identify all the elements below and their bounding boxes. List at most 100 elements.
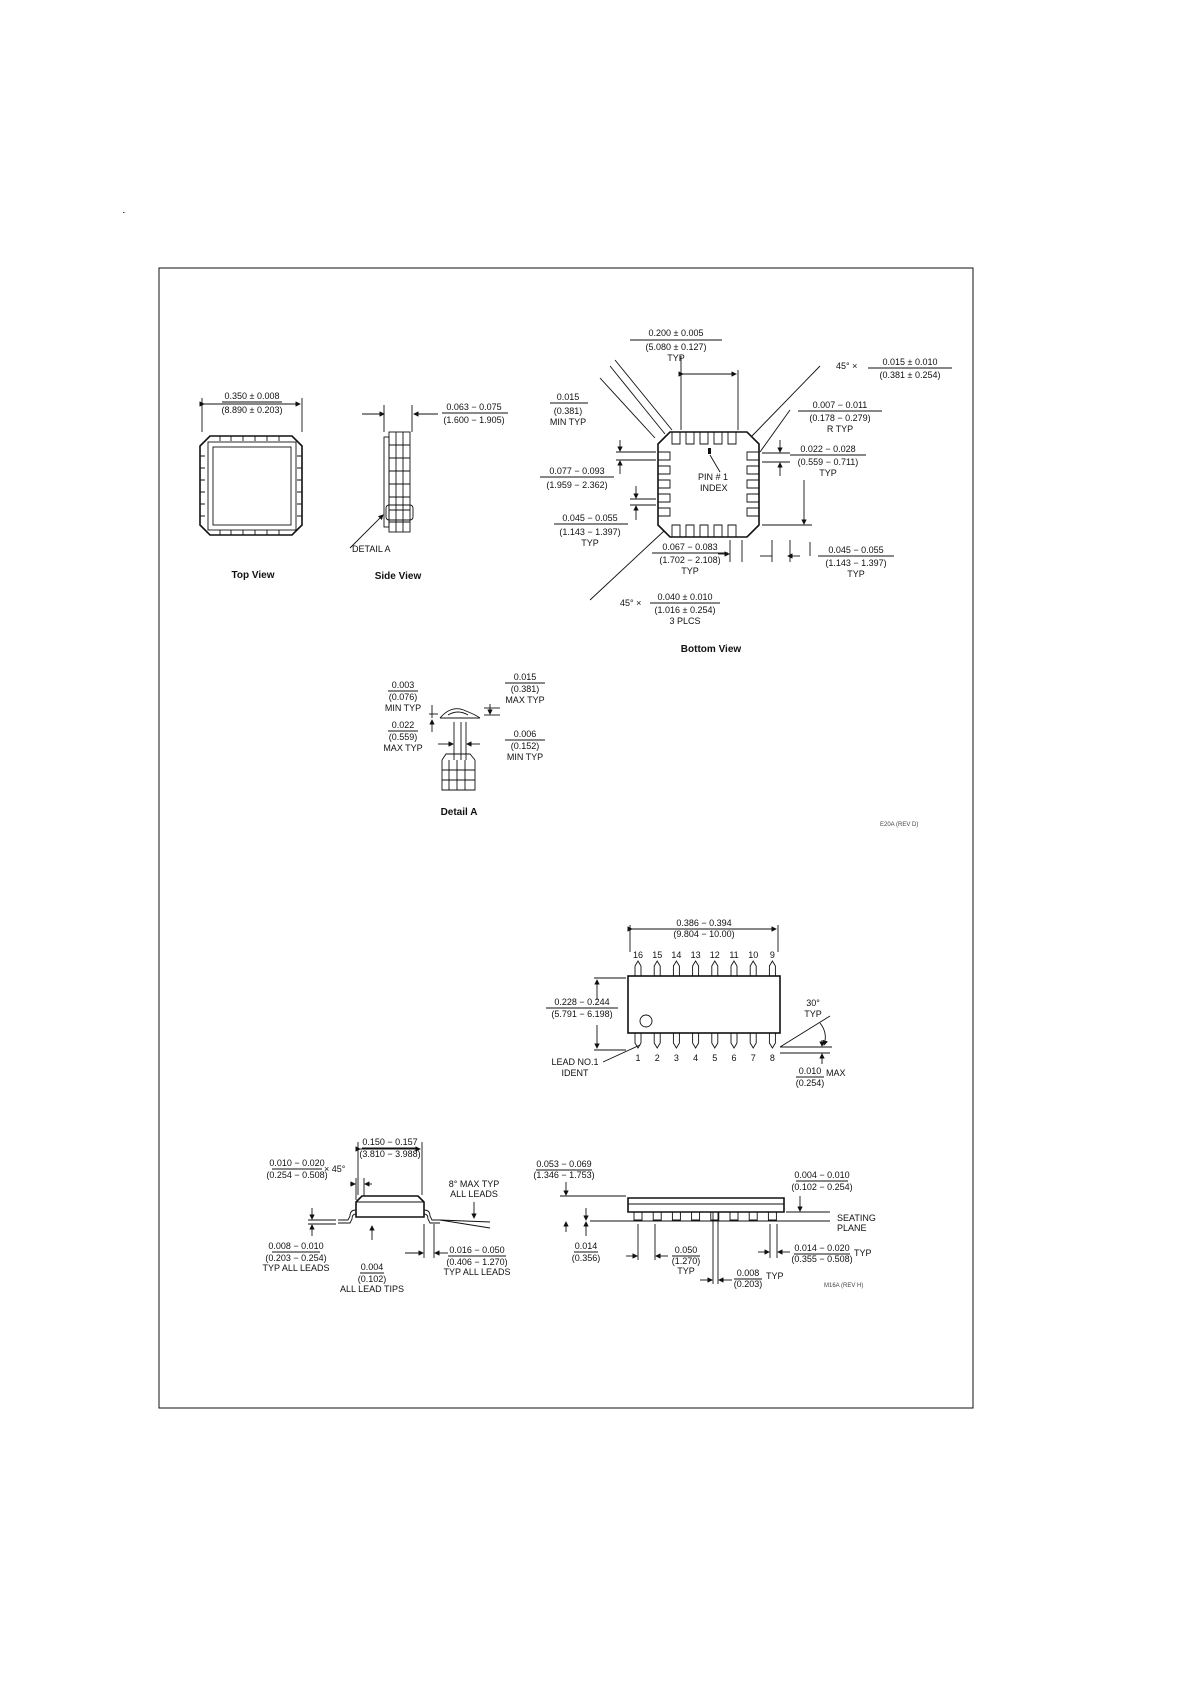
det-015-note: MAX TYP bbox=[505, 695, 544, 705]
soic-pin-top bbox=[634, 960, 642, 976]
soic-side-view-body bbox=[590, 1197, 830, 1222]
soic-pin-top bbox=[730, 960, 738, 976]
pin-number-label: 11 bbox=[729, 950, 738, 960]
soic-side-lead bbox=[729, 1212, 739, 1221]
soic-side-lead bbox=[633, 1212, 643, 1221]
bot-radius-note: R TYP bbox=[827, 424, 853, 434]
soic-chamfer-mm: (0.254 − 0.508) bbox=[266, 1170, 327, 1180]
top-width-mm: (8.890 ± 0.203) bbox=[222, 405, 283, 415]
soic-pin-bottom bbox=[653, 1033, 661, 1049]
bot-pad-len-mm: (1.959 − 2.362) bbox=[546, 480, 607, 490]
soic-angle-leads-line1: 8° MAX TYP bbox=[449, 1179, 499, 1189]
det-022-note: MAX TYP bbox=[383, 743, 422, 753]
bot-chamfer-top-inch: 0.015 ± 0.010 bbox=[883, 357, 938, 367]
soic-lead-max-mm: (0.254) bbox=[796, 1078, 825, 1088]
soic-body-width-mm: (3.810 − 3.988) bbox=[359, 1149, 420, 1159]
soic-standoff-mm: (0.102 − 0.254) bbox=[791, 1182, 852, 1192]
det-015-mm: (0.381) bbox=[511, 684, 540, 694]
soic-lead-thick-note: TYP ALL LEADS bbox=[262, 1263, 329, 1273]
soic-side-leads bbox=[633, 1212, 777, 1221]
det-003-mm: (0.076) bbox=[389, 692, 418, 702]
pin-number-label: 6 bbox=[731, 1053, 736, 1063]
lcc-drawing-code: E20A (REV D) bbox=[880, 822, 918, 828]
pin-number-label: 14 bbox=[671, 950, 681, 960]
pin-number-label: 8 bbox=[770, 1053, 775, 1063]
soic-pitch-mm: (1.270) bbox=[672, 1256, 701, 1266]
bot-chamfer-bot-note: 3 PLCS bbox=[669, 616, 700, 626]
soic-side-view: 0.053 − 0.069 (1.346 − 1.753) 0.004 − 0.… bbox=[533, 1159, 875, 1289]
bot-pad-pitch-b-mm: (1.702 − 2.108) bbox=[659, 555, 720, 565]
soic-standoff-min-inch: 0.014 bbox=[575, 1241, 598, 1251]
det-022-inch: 0.022 bbox=[392, 720, 415, 730]
bot-pad-pitch-r-inch: 0.045 − 0.055 bbox=[828, 545, 883, 555]
soic-chamfer-inch: 0.010 − 0.020 bbox=[269, 1158, 324, 1168]
soic-height-inch: 0.053 − 0.069 bbox=[536, 1159, 591, 1169]
soic-side-lead bbox=[710, 1212, 720, 1221]
side-view-caption: Side View bbox=[375, 571, 422, 582]
pin-number-label: 2 bbox=[655, 1053, 660, 1063]
bottom-view: PIN # 1 INDEX 0.200 ± 0.005 (5.080 ± 0.1… bbox=[540, 328, 952, 655]
det-003-inch: 0.003 bbox=[392, 680, 415, 690]
pin-number-label: 9 bbox=[770, 950, 775, 960]
detail-a-label: DETAIL A bbox=[352, 544, 391, 554]
soic-side-lead bbox=[691, 1212, 701, 1221]
drawing-frame bbox=[158, 267, 974, 1409]
seating-line1: SEATING bbox=[837, 1213, 876, 1223]
soic-side-lead bbox=[671, 1212, 681, 1221]
soic-lead-w2-note: TYP bbox=[766, 1271, 784, 1281]
top-view-caption: Top View bbox=[232, 570, 275, 581]
bot-pad-width-inch: 0.022 − 0.028 bbox=[800, 444, 855, 454]
lead-1-ident-dot bbox=[639, 1014, 653, 1028]
soic-body bbox=[627, 975, 781, 1034]
soic-pin-bottom bbox=[634, 1033, 642, 1049]
bot-pad-pitch-r-mm: (1.143 − 1.397) bbox=[825, 558, 886, 568]
soic-pin-bottom bbox=[730, 1033, 738, 1049]
soic-lead-w2-inch: 0.008 bbox=[737, 1268, 760, 1278]
soic-lead-max-inch: 0.010 bbox=[799, 1066, 822, 1076]
side-view-body bbox=[383, 431, 414, 533]
soic-lead-w-inch: 0.014 − 0.020 bbox=[794, 1243, 849, 1253]
pin-number-label: 5 bbox=[712, 1053, 717, 1063]
det-006-mm: (0.152) bbox=[511, 741, 540, 751]
soic-lead-max-note: MAX bbox=[826, 1068, 846, 1078]
soic-pin-top bbox=[768, 960, 776, 976]
bot-pad-pitch-b-note: TYP bbox=[681, 566, 699, 576]
bot-chamfer-top-mm: (0.381 ± 0.254) bbox=[880, 370, 941, 380]
bottom-view-body bbox=[657, 431, 760, 538]
bot-pad-pitch-b-inch: 0.067 − 0.083 bbox=[662, 542, 717, 552]
soic-lead-tips-inch: 0.004 bbox=[361, 1262, 384, 1272]
soic-pin-top bbox=[653, 960, 661, 976]
pin-number-label: 13 bbox=[691, 950, 701, 960]
soic-pin-top bbox=[672, 960, 680, 976]
soic-angle-value: 30° bbox=[806, 998, 820, 1008]
soic-length-inch: 0.386 − 0.394 bbox=[676, 918, 731, 928]
soic-lead-tips-mm: (0.102) bbox=[358, 1274, 387, 1284]
soic-foot-mm: (0.406 − 1.270) bbox=[446, 1257, 507, 1267]
soic-side-lead bbox=[748, 1212, 758, 1221]
detail-a: 0.003 (0.076) MIN TYP 0.015 (0.381) MAX … bbox=[383, 672, 545, 818]
soic-standoff-inch: 0.004 − 0.010 bbox=[794, 1170, 849, 1180]
top-view: 0.350 ± 0.008 (8.890 ± 0.203) Top View bbox=[199, 391, 303, 581]
side-height-inch: 0.063 − 0.075 bbox=[446, 402, 501, 412]
lead-ident-line2: IDENT bbox=[562, 1068, 590, 1078]
bot-pad-pitch-r-note: TYP bbox=[847, 569, 865, 579]
soic-width-inch: 0.228 − 0.244 bbox=[554, 997, 609, 1007]
soic-standoff-min-mm: (0.356) bbox=[572, 1253, 601, 1263]
soic-angle-note: TYP bbox=[804, 1009, 822, 1019]
soic-chamfer-suffix: × 45° bbox=[324, 1164, 346, 1174]
bot-min-note: MIN TYP bbox=[550, 417, 586, 427]
soic-pin-bottom bbox=[692, 1033, 700, 1049]
bot-pad-pitch-l-note: TYP bbox=[581, 538, 599, 548]
bot-pitch-note: TYP bbox=[667, 353, 685, 363]
soic-foot-note: TYP ALL LEADS bbox=[443, 1267, 510, 1277]
det-006-note: MIN TYP bbox=[507, 752, 543, 762]
soic-lead-tips-note: ALL LEAD TIPS bbox=[340, 1284, 404, 1294]
bot-pad-pitch-l-inch: 0.045 − 0.055 bbox=[562, 513, 617, 523]
soic-pin-bottom bbox=[711, 1033, 719, 1049]
soic-pin-bottom bbox=[749, 1033, 757, 1049]
pin-number-label: 15 bbox=[652, 950, 662, 960]
